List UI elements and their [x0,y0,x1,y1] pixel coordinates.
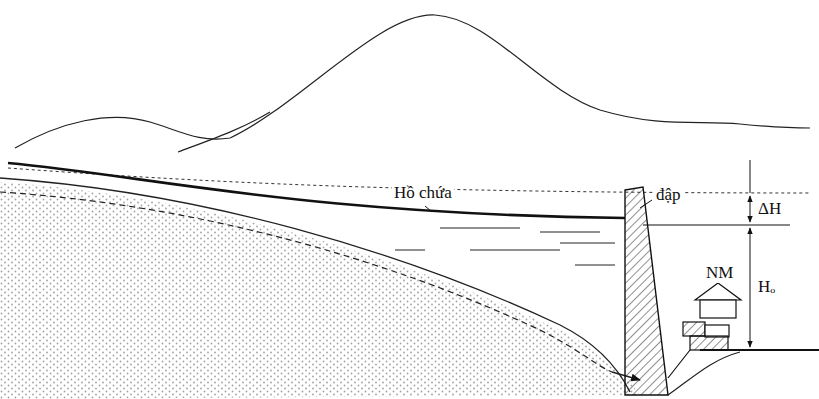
dimension-arrow [750,196,751,222]
head-label: Hₒ [756,278,777,297]
mountain-line [15,15,810,148]
water-marks [395,228,615,265]
dam-label: đập [654,186,683,205]
tailwater-surface [700,349,819,351]
riverbed-line [668,352,740,395]
power-house [668,283,741,378]
water-surface [8,163,625,218]
ground-texture [0,182,640,399]
dimension-line [750,160,751,193]
dam [625,187,668,395]
mountain-line [178,112,270,152]
power-house-label: NM [704,264,735,283]
leader-line [425,206,432,212]
reservoir-label: Hồ chứa [392,184,454,203]
leader-line [640,200,652,208]
riverbed-line [0,178,630,392]
dimension-line [643,225,790,226]
head-variation-label: ΔH [756,200,783,219]
flow-line [0,192,612,372]
dimension-arrow [750,228,751,347]
